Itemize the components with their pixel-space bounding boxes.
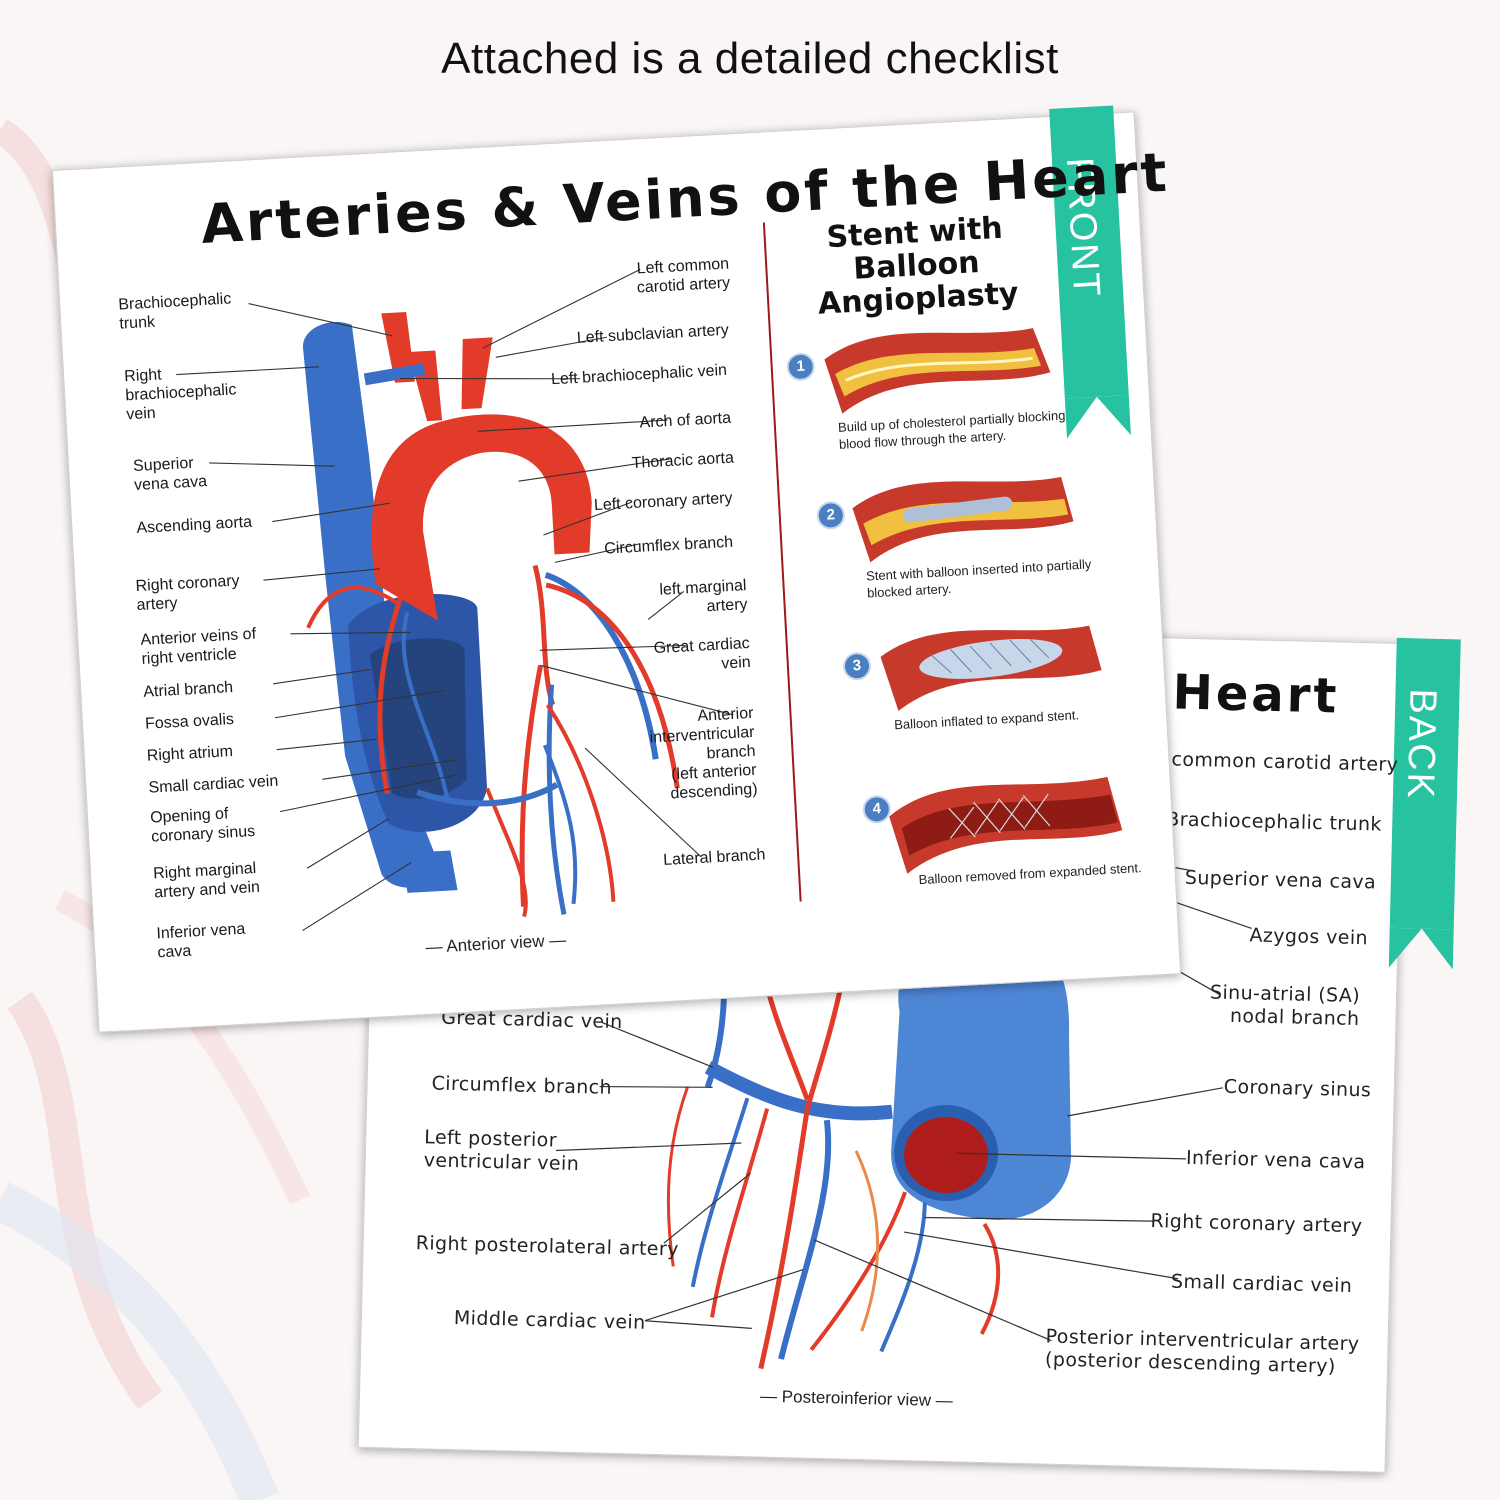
- anterior-heart-illustration: [176, 268, 1123, 932]
- back-label-inferior-vena-cava: Inferior vena cava: [1185, 1146, 1366, 1174]
- back-label-sa-nodal: Sinu-atrial (SA) nodal branch: [1209, 981, 1361, 1031]
- back-label-posterior-interventricular: Posterior interventricular artery (poste…: [1044, 1325, 1360, 1378]
- back-label-small-cardiac: Small cardiac vein: [1170, 1270, 1353, 1297]
- front-label-brachiocephalic-trunk: Brachiocephalic trunk: [117, 290, 232, 333]
- front-label-anterior-veins: Anterior veins of right ventricle: [140, 625, 257, 668]
- back-label-azygos-vein: Azygos vein: [1249, 924, 1369, 950]
- front-label-left-common-carotid: Left common carotid artery: [636, 255, 731, 297]
- front-card: FRONT Arteries & Veins of the Heart: [52, 105, 1182, 1033]
- back-label-circumflex: Circumflex branch: [431, 1072, 613, 1099]
- stent-artery-step-2: [852, 476, 1074, 563]
- front-label-great-cardiac: Great cardiac vein: [653, 634, 752, 673]
- back-label-middle-cardiac: Middle cardiac vein: [453, 1307, 646, 1334]
- back-label-superior-vena-cava: Superior vena cava: [1184, 866, 1377, 894]
- stent-artery-step-4: [889, 776, 1123, 874]
- back-label-left-posterior-ventricular: Left posterior ventricular vein: [423, 1126, 580, 1176]
- front-label-right-marginal: Right marginal artery and vein: [152, 859, 261, 902]
- stent-title: Stent with Balloon Angioplasty: [817, 210, 1020, 322]
- front-label-right-brachiocephalic-vein: Right brachiocephalic vein: [123, 366, 237, 424]
- page-headline: Attached is a detailed checklist: [441, 34, 1059, 83]
- back-label-coronary-sinus: Coronary sinus: [1223, 1075, 1372, 1102]
- stent-artery-step-3: [880, 625, 1102, 712]
- front-label-superior-vena-cava: Superior vena cava: [132, 454, 208, 495]
- front-label-anterior-interventricular: Anterior interventricular branch (left a…: [649, 704, 758, 803]
- front-label-left-marginal: left marginal artery: [659, 577, 748, 616]
- stent-artery-step-1: [824, 328, 1051, 414]
- back-ribbon-label: BACK: [1398, 688, 1444, 801]
- front-label-opening-coronary-sinus: Opening of coronary sinus: [149, 805, 256, 846]
- front-label-right-coronary: Right coronary artery: [135, 572, 241, 615]
- front-label-inferior-vena-cava: Inferior vena cava: [156, 920, 246, 962]
